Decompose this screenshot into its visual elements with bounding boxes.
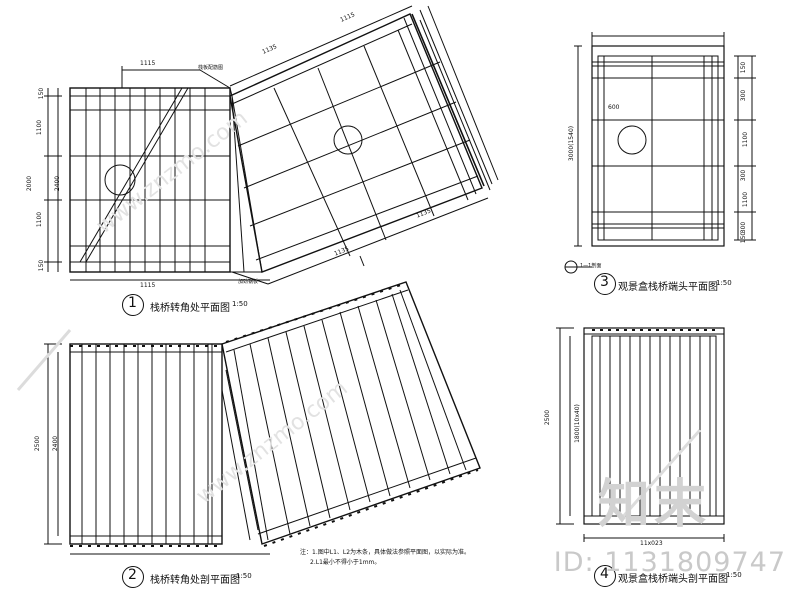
- dim-v3-left: 3000(1540): [568, 125, 576, 162]
- dim-v1-bottom: 1115: [140, 282, 156, 289]
- view-2-number-circle: [122, 566, 144, 588]
- dim-v3-right: 1100: [742, 131, 750, 148]
- dim-v2-left-a: 2500: [34, 435, 42, 452]
- dim-v3-top: 600: [608, 104, 620, 111]
- view-1-number-circle: [122, 294, 144, 316]
- dim-v4-left-b: 1800(10x40): [573, 404, 581, 443]
- dim-v1-left-a: 150: [38, 87, 46, 100]
- dim-v1-left-b: 1100: [36, 119, 44, 136]
- watermark-lines: [16, 329, 702, 521]
- view-4-scale: 1:50: [726, 571, 742, 579]
- dim-v4-bottom: 11x023: [640, 540, 663, 547]
- drawing-note-1: 注：1.图中L1、L2为木条，具体做法参照平面图，以实际为准。: [300, 549, 471, 556]
- view-1-title: 栈桥转角处平面图: [150, 303, 230, 314]
- dim-v1-left-c: 1100: [36, 211, 44, 228]
- view-1-plan: [44, 5, 499, 285]
- view-3-scale: 1:50: [716, 279, 732, 287]
- dim-v3-right: 300: [740, 169, 748, 182]
- view-4-title: 观景盒栈桥端头剖平面图: [618, 574, 728, 585]
- view-2-plan: [44, 281, 481, 555]
- dim-v1-left-d: 150: [38, 259, 46, 272]
- dim-v2-left-b: 2400: [52, 435, 60, 452]
- view-2-scale: 1:50: [236, 572, 252, 580]
- callout-v1-top: 栈板配筋图: [198, 65, 224, 71]
- dim-v1-left-total2: 2000: [26, 175, 34, 192]
- dim-v3-right: 1100: [742, 191, 750, 208]
- drawing-note-2: 2.L1最小不得小于1mm。: [310, 559, 381, 566]
- dim-v3-right: 150: [740, 231, 748, 244]
- view-1-number: 1: [128, 295, 137, 311]
- callout-v1-bottom: 加劲钢板: [238, 279, 259, 285]
- dim-v4-left-a: 2500: [544, 409, 552, 426]
- view-3-plan: [564, 32, 756, 274]
- dim-v3-right: 300: [740, 89, 748, 102]
- view-4-number: 4: [600, 566, 609, 582]
- view-3-number: 3: [600, 274, 609, 290]
- view-4-number-circle: [594, 565, 616, 587]
- dim-v1-left-total: 2400: [54, 175, 62, 192]
- view-2-number: 2: [128, 567, 137, 583]
- view-1-scale: 1:50: [232, 300, 248, 308]
- tick-dashes: [70, 283, 716, 547]
- callout-v3-section: 1—1剖面: [580, 263, 602, 269]
- view-4-plan: [556, 327, 725, 542]
- view-2-title: 栈桥转角处剖平面图: [150, 575, 240, 586]
- dim-v3-right: 150: [740, 61, 748, 74]
- view-3-number-circle: [594, 273, 616, 295]
- dim-v1-top: 1115: [140, 60, 156, 67]
- view-3-title: 观景盒栈桥端头平面图: [618, 282, 718, 293]
